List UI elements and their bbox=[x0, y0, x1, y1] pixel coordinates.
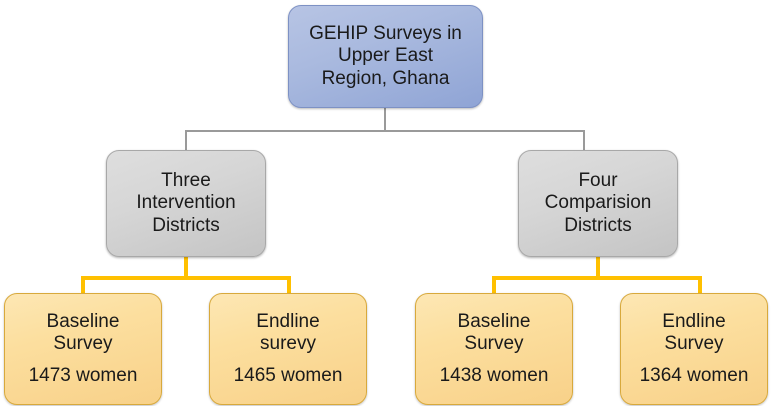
node-four-comparision-districts[interactable]: Four Comparision Districts bbox=[518, 150, 678, 257]
leaf-4-line-2: Survey bbox=[664, 333, 724, 355]
leaf-2-line-2: surevy bbox=[260, 333, 316, 355]
leaf-2-count: 1465 women bbox=[233, 364, 343, 386]
leaf-1-count: 1473 women bbox=[28, 364, 138, 386]
leaf-3-line-1: Baseline bbox=[457, 311, 531, 333]
connector-branch-left-drop bbox=[185, 130, 187, 152]
node-root-line-2: Upper East bbox=[337, 45, 434, 67]
connector-branch-right-drop bbox=[583, 130, 585, 152]
connector-leaf-1-drop bbox=[81, 276, 85, 295]
node-branch-left-line-1: Three bbox=[161, 170, 211, 192]
leaf-4-line-1: Endline bbox=[662, 311, 726, 333]
node-branch-right-line-3: Districts bbox=[564, 214, 632, 236]
leaf-2-line-1: Endline bbox=[256, 311, 320, 333]
connector-branch-right-bar bbox=[492, 276, 702, 280]
leaf-1-line-2: Survey bbox=[53, 333, 113, 355]
connector-leaf-3-drop bbox=[492, 276, 496, 295]
node-intervention-baseline[interactable]: Baseline Survey 1473 women bbox=[4, 293, 162, 405]
leaf-4-count: 1364 women bbox=[639, 364, 749, 386]
connector-branch-left-stem bbox=[184, 256, 188, 280]
node-root-line-1: GEHIP Surveys in bbox=[309, 23, 462, 45]
connector-branch-left-bar bbox=[81, 276, 291, 280]
connector-root-bar bbox=[185, 130, 585, 132]
leaf-3-line-2: Survey bbox=[464, 333, 524, 355]
node-root-line-3: Region, Ghana bbox=[321, 67, 450, 89]
leaf-1-line-1: Baseline bbox=[46, 311, 120, 333]
node-branch-right-line-1: Four bbox=[578, 170, 618, 192]
node-comparision-baseline[interactable]: Baseline Survey 1438 women bbox=[415, 293, 573, 405]
node-comparision-endline[interactable]: Endline Survey 1364 women bbox=[620, 293, 768, 405]
node-gehip-surveys[interactable]: GEHIP Surveys in Upper East Region, Ghan… bbox=[288, 5, 483, 108]
connector-leaf-4-drop bbox=[698, 276, 702, 295]
leaf-3-count: 1438 women bbox=[439, 364, 549, 386]
node-three-intervention-districts[interactable]: Three Intervention Districts bbox=[106, 150, 266, 257]
node-branch-left-line-3: Districts bbox=[152, 214, 220, 236]
connector-root-stem bbox=[384, 107, 386, 132]
connector-leaf-2-drop bbox=[287, 276, 291, 295]
node-branch-right-line-2: Comparision bbox=[544, 192, 652, 214]
connector-branch-right-stem bbox=[596, 256, 600, 280]
node-intervention-endline[interactable]: Endline surevy 1465 women bbox=[209, 293, 367, 405]
node-branch-left-line-2: Intervention bbox=[136, 192, 236, 214]
